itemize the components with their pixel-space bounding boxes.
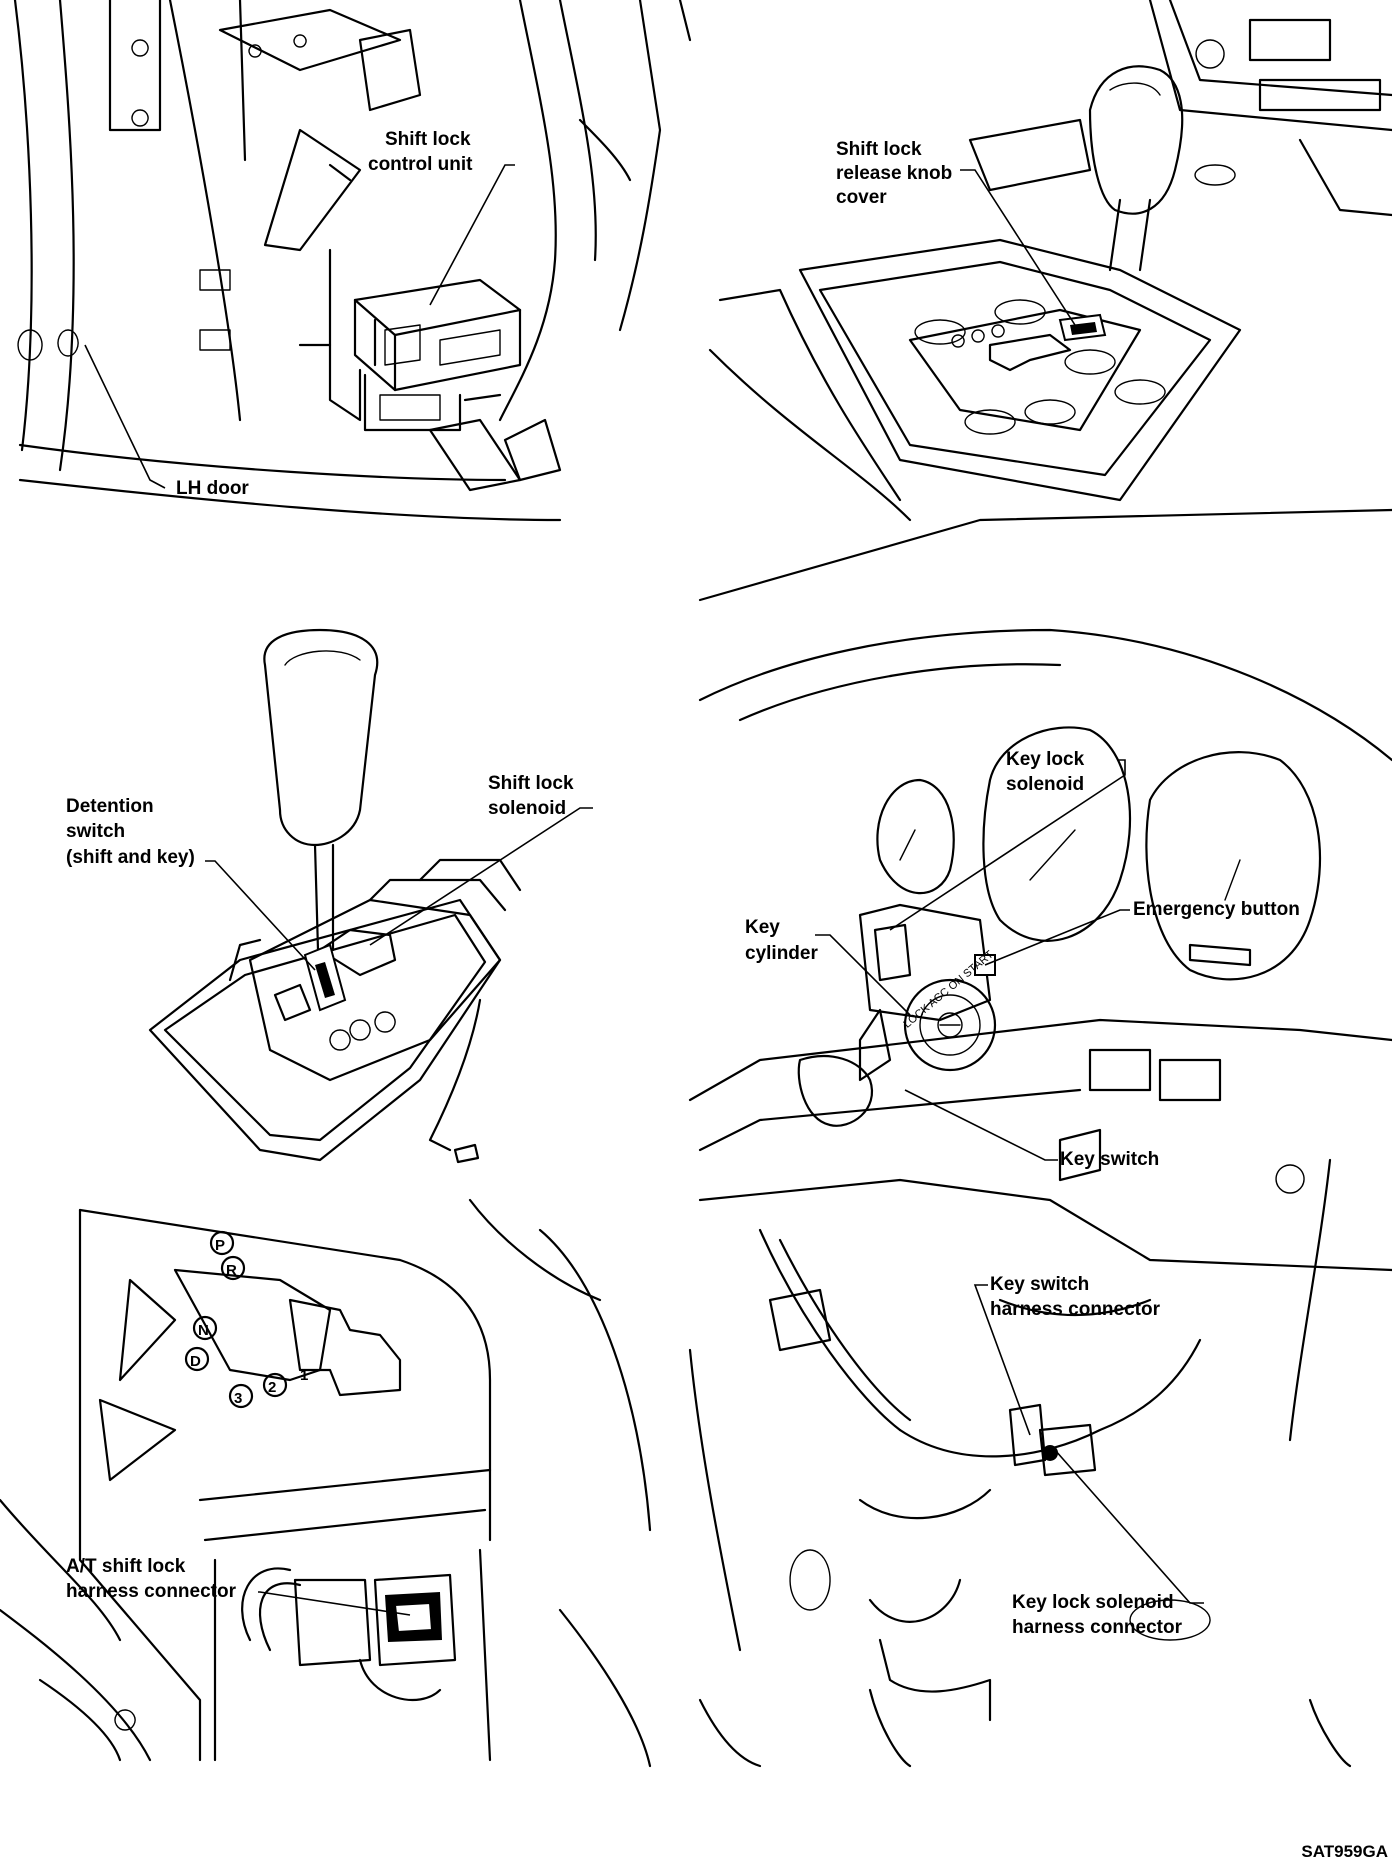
label-shift-lock-solenoid-2: solenoid [488, 798, 567, 819]
gate-mark-1: 1 [300, 1367, 308, 1384]
leader-lines [84, 164, 1204, 1616]
label-key-lock-solenoid-2: solenoid [1006, 774, 1085, 795]
gate-mark-2: 2 [268, 1379, 276, 1396]
label-shift-lock-solenoid-1: Shift lock [488, 773, 574, 794]
label-release-knob-cover-1: Shift lock [836, 139, 922, 160]
label-release-knob-cover-2: release knob [836, 163, 953, 184]
label-key-cylinder-1: Key [745, 917, 780, 938]
label-detention-switch-3: (shift and key) [66, 847, 195, 868]
gate-mark-r: R [226, 1262, 237, 1279]
gate-mark-n: N [198, 1322, 209, 1339]
control-unit-top [353, 278, 522, 337]
label-key-lock-solenoid-harness-connector-2: harness connector [1012, 1617, 1182, 1638]
label-key-lock-solenoid-1: Key lock [1006, 749, 1085, 770]
label-key-lock-solenoid-harness-connector-1: Key lock solenoid [1012, 1592, 1174, 1613]
label-key-switch-harness-connector-1: Key switch [990, 1274, 1090, 1295]
label-lh-door: LH door [176, 478, 249, 499]
label-shift-lock-control-unit-2: control unit [368, 154, 473, 175]
panel-shifter-illustration [148, 628, 522, 1164]
gate-position-marks: P R N D 3 2 1 [184, 1230, 308, 1409]
label-release-knob-cover-3: cover [836, 187, 887, 208]
label-key-switch: Key switch [1060, 1149, 1160, 1170]
label-key-switch-harness-connector-2: harness connector [990, 1299, 1160, 1320]
key-cylinder-engraving: LOCK ACC ON START [901, 948, 996, 1030]
gate-mark-d: D [190, 1353, 201, 1370]
key-cylinder-face [903, 978, 997, 1072]
label-emergency-button: Emergency button [1133, 899, 1300, 920]
label-at-harness-connector-1: A/T shift lock [66, 1556, 186, 1577]
label-shift-lock-control-unit-1: Shift lock [385, 129, 471, 150]
label-detention-switch-1: Detention [66, 796, 154, 817]
panel-key-cylinder-illustration [688, 628, 1392, 1768]
gate-mark-p: P [215, 1237, 225, 1254]
panel-console-illustration [698, 0, 1392, 602]
label-key-cylinder-2: cylinder [745, 943, 818, 964]
gate-mark-3: 3 [234, 1390, 242, 1407]
label-at-harness-connector-2: harness connector [66, 1581, 236, 1602]
label-detention-switch-2: switch [66, 821, 126, 842]
panel-control-unit-illustration [13, 0, 692, 522]
panel-harness-connector-illustration [0, 1198, 652, 1768]
figure-code: SAT959GA [1301, 1842, 1388, 1861]
